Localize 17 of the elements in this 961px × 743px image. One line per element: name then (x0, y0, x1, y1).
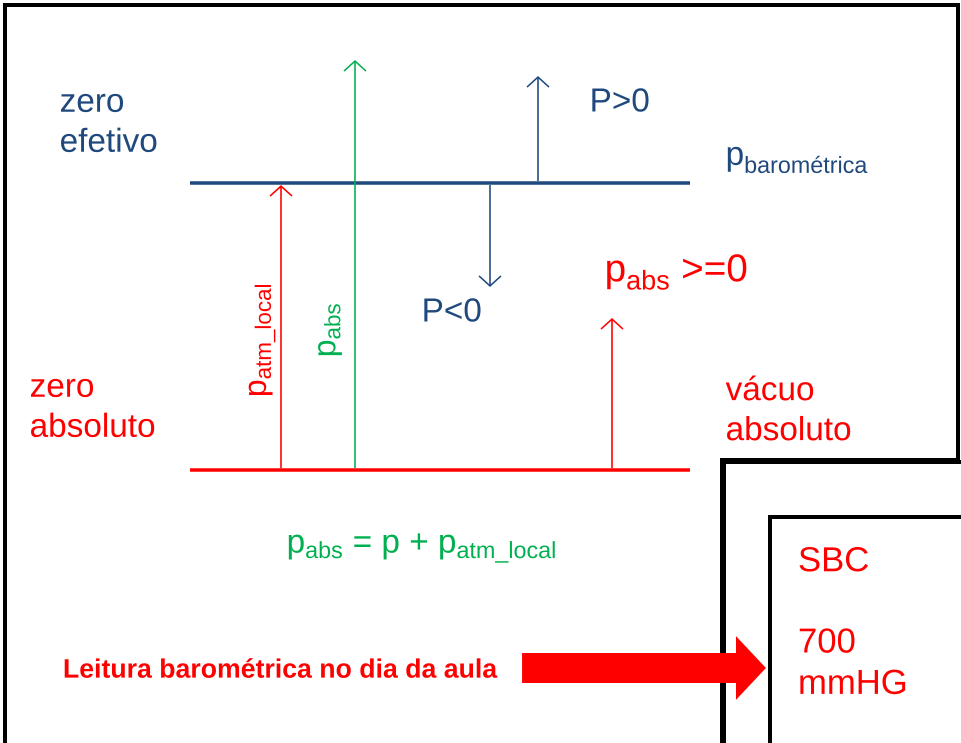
arrow-label: P<0 (424, 298, 481, 322)
arrow-label: p$_{atm_local}$ (248, 285, 276, 396)
note-text: Leitura barométrica no dia da aula (64, 658, 498, 678)
arrow-label: p$_{abs}$ >=0 (607, 254, 746, 290)
line-label: zero absoluto (30, 378, 154, 438)
arrow (343, 60, 367, 468)
line-label: zero efetivo (60, 94, 156, 152)
formula-text: p$_{abs}$ = p + p$_{atm_local}$ (288, 533, 555, 563)
arrow-label: p$_{abs}$ (318, 304, 342, 356)
value-box: SBC 700 mmHG (768, 515, 961, 743)
arrow-label: P>0 (592, 88, 649, 112)
line-label: $\text{p}_{\text{barométrica}}$ (728, 146, 868, 174)
arrow (478, 185, 502, 287)
line-label: vácuo absoluto (726, 376, 850, 440)
arrow (526, 76, 550, 181)
arrow (600, 318, 624, 468)
arrow (269, 185, 293, 468)
